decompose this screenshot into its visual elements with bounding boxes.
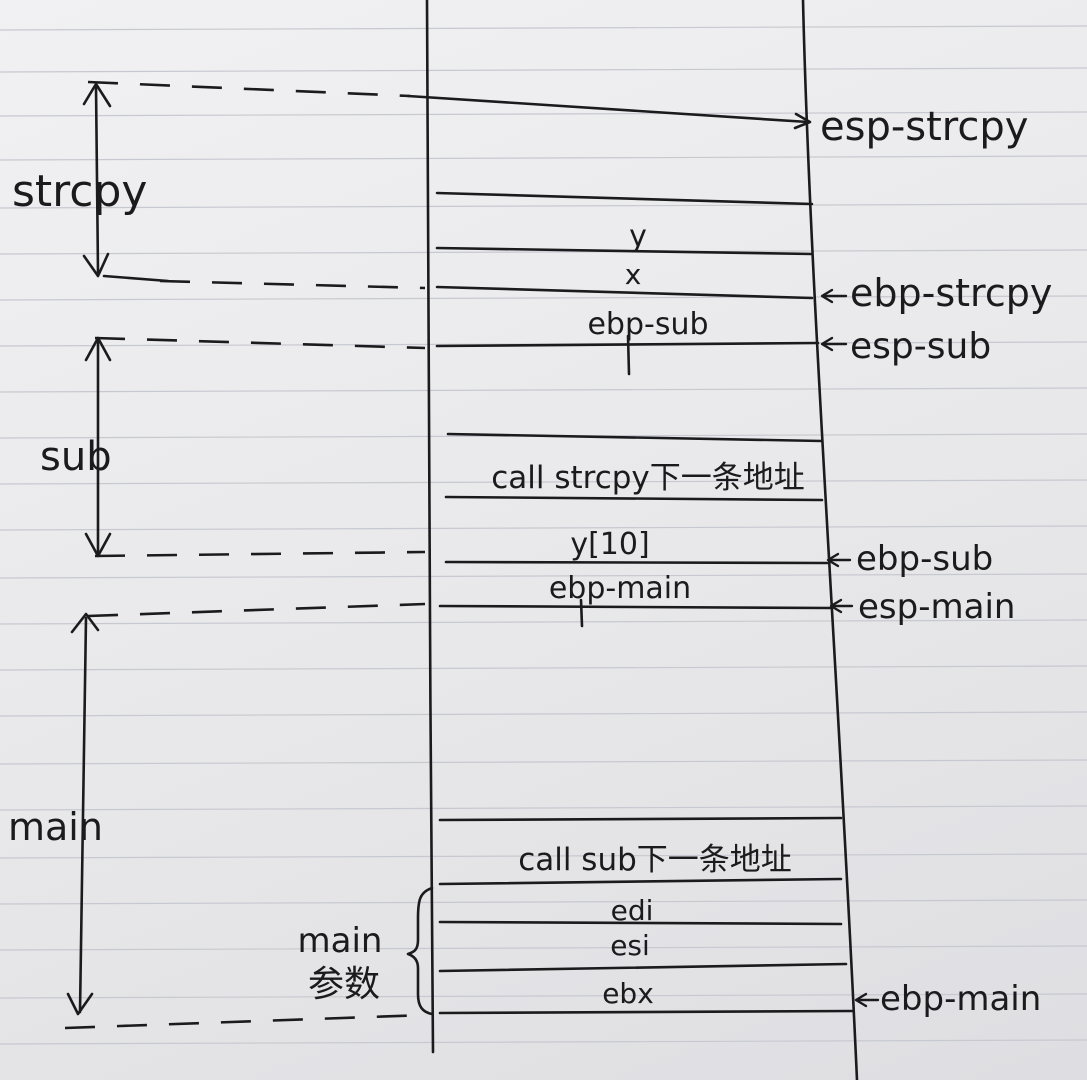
main-params-label-line1: main [298,921,383,961]
ruled-lines [0,25,1087,1045]
frame-label-strcpy: strcpy [12,166,147,217]
pointer-esp-main: esp-main [858,587,1015,627]
cell-y10: y[10] [570,527,649,562]
main-params-brace [406,886,434,1016]
cell-esi: esi [610,929,650,962]
cell-separators [435,191,854,1015]
ebp-sub-arrow [826,552,852,568]
cell-ebp-sub-saved: ebp-sub [587,307,708,342]
cell-ebp-main-saved: ebp-main [549,571,691,606]
main-params-label-line2: 参数 [308,964,380,1005]
ebp-main-arrow [854,992,880,1008]
esp-main-arrow [829,598,854,614]
cell-y: y [629,219,647,254]
ebp-strcpy-arrow [820,288,848,304]
pointer-esp-sub: esp-sub [850,326,991,367]
pointer-ebp-main: ebp-main [880,979,1041,1019]
frame-label-sub: sub [40,434,112,480]
pointer-ebp-strcpy: ebp-strcpy [850,271,1052,315]
cell-x: x [625,258,642,291]
esp-strcpy-arrow [406,94,812,130]
cell-ret-sub: call sub下一条地址 [518,842,792,878]
frame-boundaries [64,80,426,1030]
cell-divider-tick [626,334,631,376]
esp-sub-arrow [820,336,848,352]
pointer-ebp-sub: ebp-sub [856,539,993,579]
cell-edi: edi [611,894,654,927]
frame-label-main: main [8,805,103,849]
sub-frame-arrow [84,336,112,558]
stack-column [425,0,859,1080]
strcpy-frame-arrow [82,82,170,283]
cell-divider-tick [579,598,584,628]
cell-ret-strcpy: call strcpy下一条地址 [491,460,805,496]
main-frame-arrow [66,612,100,1016]
pointer-esp-strcpy: esp-strcpy [820,104,1028,150]
cell-ebx: ebx [602,977,654,1010]
